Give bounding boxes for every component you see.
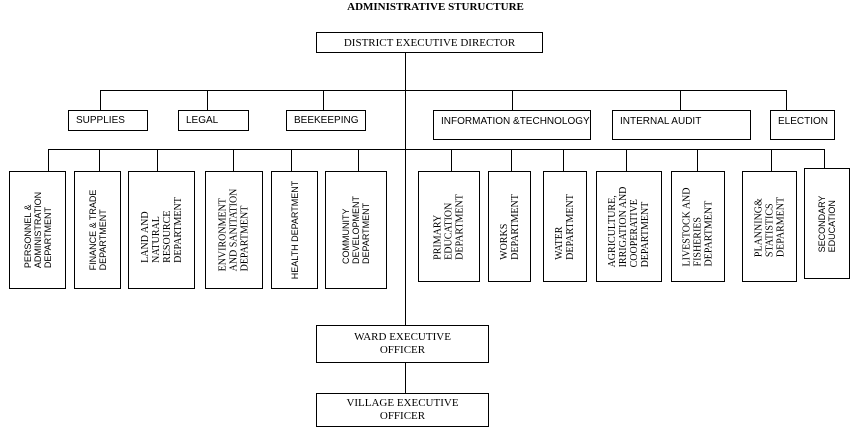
node-livestock-fisheries: LIVESTOCK AND FISHERIES DEPARTMENT [671,171,725,282]
node-label: HEALTH DEPARTMENT [289,180,300,280]
node-label: LAND AND NATURAL RESOURCE DEPARTMENT [139,197,184,263]
node-label: PLANNING& STATISTICS DEPARMENT [753,196,786,257]
node-land-natural-resource: LAND AND NATURAL RESOURCE DEPARTMENT [128,171,195,289]
node-election: ELECTION [770,110,835,140]
node-label: LEGAL [186,115,219,126]
node-district-executive-director: DISTRICT EXECUTIVE DIRECTOR [316,32,543,53]
node-finance-trade: FINANCE & TRADE DEPARTMENT [74,171,121,289]
node-primary-education: PRIMARY EDUCATION DEPARTMENT [418,171,480,282]
node-label: AGRICULTURE, IRRIGATION AND COOPERATIVE … [607,186,651,267]
node-label: COMMUNITY DEVELOPMENT DEPARTMENT [341,195,371,265]
node-ward-executive-officer: WARD EXECUTIVE OFFICER [316,325,489,363]
node-label: INFORMATION &TECHNOLOGY [441,116,590,127]
node-label: ENVIRONMENT AND SANITATION DEPARTMENT [217,188,251,272]
node-supplies: SUPPLIES [68,110,148,131]
node-label: WARD EXECUTIVE OFFICER [354,331,451,356]
node-information-technology: INFORMATION &TECHNOLOGY [433,110,591,140]
node-personnel-administration: PERSONNEL & ADMINISTRATION DEPARTMENT [9,171,66,289]
node-label: PERSONNEL & ADMINISTRATION DEPARTMENT [22,191,53,269]
chart-title: ADMINISTRATIVE STURUCTURE [347,1,524,13]
node-label: SUPPLIES [76,115,125,126]
node-health: HEALTH DEPARTMENT [271,171,318,289]
node-label: VILLAGE EXECUTIVE OFFICER [346,397,459,422]
node-label: WORKS DEPARTMENT [498,193,521,260]
node-secondary-education: SECONDARY EDUCATION [804,168,850,279]
node-beekeeping: BEEKEEPING [286,110,366,131]
node-label: ELECTION [778,116,829,127]
node-works: WORKS DEPARTMENT [488,171,531,282]
node-label: PRIMARY EDUCATION DEPARTMENT [432,193,466,260]
node-planning-statistics: PLANNING& STATISTICS DEPARMENT [742,171,797,282]
node-label: WATER DEPARTMENT [554,193,576,260]
node-label: DISTRICT EXECUTIVE DIRECTOR [343,36,516,49]
node-label: SECONDARY EDUCATION [817,195,837,252]
node-label: BEEKEEPING [294,115,359,126]
node-village-executive-officer: VILLAGE EXECUTIVE OFFICER [316,393,489,427]
node-label: INTERNAL AUDIT [620,116,702,127]
node-water: WATER DEPARTMENT [543,171,587,282]
node-community-development: COMMUNITY DEVELOPMENT DEPARTMENT [325,171,387,289]
node-label: FINANCE & TRADE DEPARTMENT [87,189,108,271]
node-legal: LEGAL [178,110,249,131]
node-environment-sanitation: ENVIRONMENT AND SANITATION DEPARTMENT [205,171,263,289]
node-internal-audit: INTERNAL AUDIT [612,110,751,140]
node-label: LIVESTOCK AND FISHERIES DEPARTMENT [681,187,715,266]
node-agriculture-irrigation-cooperative: AGRICULTURE, IRRIGATION AND COOPERATIVE … [596,171,662,282]
